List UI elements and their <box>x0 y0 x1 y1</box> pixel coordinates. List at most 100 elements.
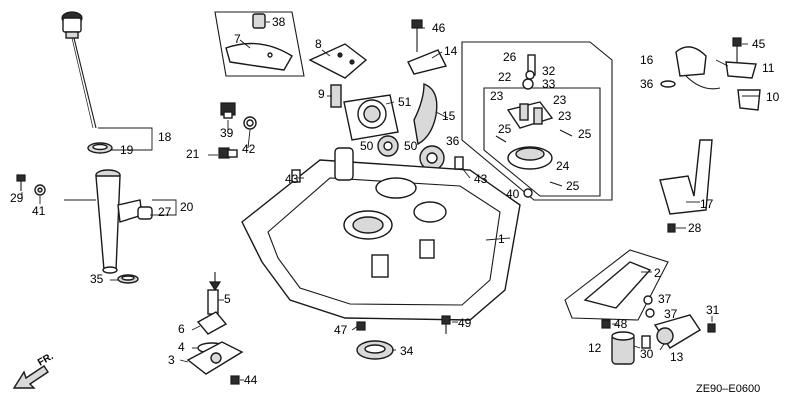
callout-20: 20 <box>180 200 194 214</box>
callout-38: 38 <box>272 15 286 29</box>
callout-36-b: 36 <box>640 77 654 91</box>
washer-36-right <box>660 80 676 88</box>
callout-2: 2 <box>654 266 661 280</box>
filter-bracket-2 <box>583 261 652 309</box>
callout-26: 26 <box>503 50 517 64</box>
callout-4: 4 <box>178 340 185 354</box>
callout-15: 15 <box>442 109 456 123</box>
plate-3 <box>186 341 244 375</box>
callout-33: 33 <box>542 77 556 91</box>
governor-gear-24 <box>507 146 553 170</box>
spacer-9 <box>330 84 342 108</box>
callout-32: 32 <box>542 64 556 78</box>
callout-27: 27 <box>158 205 172 219</box>
bolt-45 <box>732 37 742 62</box>
callout-25-a: 25 <box>498 122 512 136</box>
bolt-48 <box>601 319 611 329</box>
cover-10 <box>737 89 761 111</box>
breather-plate <box>225 42 293 71</box>
callout-16: 16 <box>640 53 654 67</box>
callout-24: 24 <box>556 159 570 173</box>
bolt-31 <box>707 323 716 333</box>
governor-arm-16 <box>675 46 721 90</box>
callout-50-a: 50 <box>360 139 374 153</box>
callout-23-c: 23 <box>558 109 572 123</box>
pins-25 <box>495 129 573 187</box>
diagram-code: ZE90–E0600 <box>696 383 760 395</box>
callout-21: 21 <box>186 147 200 161</box>
dowel-pin-43-right <box>454 156 464 170</box>
leader-lines <box>21 21 760 381</box>
washer-37-lower <box>645 308 655 318</box>
callout-39: 39 <box>220 126 234 140</box>
front-direction-arrow-icon: FR. <box>12 351 56 389</box>
filter-group-outline <box>564 249 669 321</box>
callout-42: 42 <box>242 142 256 156</box>
callout-31: 31 <box>706 303 720 317</box>
callout-5: 5 <box>224 292 231 306</box>
cap-38 <box>252 13 266 29</box>
governor-link-17 <box>659 139 713 215</box>
callout-29: 29 <box>10 191 24 205</box>
callout-49: 49 <box>458 316 472 330</box>
oil-filter-12 <box>611 331 635 365</box>
callout-14: 14 <box>444 44 458 58</box>
install-direction-arrow <box>208 272 222 292</box>
dipstick-assembly <box>61 11 97 129</box>
governor-weight-holder <box>506 101 554 129</box>
plug-21 <box>218 147 238 159</box>
small-bolt-29 <box>16 174 26 191</box>
callout-8: 8 <box>315 37 322 51</box>
governor-group-outline <box>461 41 613 201</box>
screw-28 <box>667 223 676 233</box>
callout-44: 44 <box>244 373 258 387</box>
bracket-8 <box>308 43 368 79</box>
callout-7: 7 <box>234 32 241 46</box>
callout-50-b: 50 <box>404 139 418 153</box>
callout-37-a: 37 <box>658 292 672 306</box>
filter-adapter-13 <box>653 314 701 349</box>
bearing-51 <box>343 94 399 141</box>
tube-bushing <box>137 206 153 220</box>
callout-13: 13 <box>670 350 684 364</box>
callout-46: 46 <box>432 21 446 35</box>
callout-36-a: 36 <box>446 134 460 148</box>
governor-group-inner-box <box>483 87 601 197</box>
washer-40 <box>523 188 533 198</box>
bolt-49 <box>441 315 451 334</box>
callout-48: 48 <box>614 317 628 331</box>
washer-41 <box>34 184 46 196</box>
callout-17: 17 <box>700 197 714 211</box>
bolt-46 <box>411 19 423 52</box>
seal-15 <box>413 82 438 146</box>
callout-12: 12 <box>588 341 602 355</box>
callout-3: 3 <box>168 353 175 367</box>
callout-30: 30 <box>640 347 654 361</box>
governor-shaft-5 <box>207 289 219 315</box>
direction-label: FR. <box>36 351 56 369</box>
callout-23-a: 23 <box>490 89 504 103</box>
washer-42 <box>243 116 257 130</box>
callout-23-b: 23 <box>553 93 567 107</box>
callout-28: 28 <box>688 221 702 235</box>
callout-40: 40 <box>506 187 520 201</box>
callout-10: 10 <box>766 90 780 104</box>
oil-seal-34 <box>356 340 394 360</box>
callout-35: 35 <box>90 272 104 286</box>
bolt-44 <box>230 375 240 385</box>
gear-50-left <box>377 135 399 157</box>
callout-51: 51 <box>398 95 412 109</box>
dipstick-o-ring <box>87 142 113 154</box>
holder-6 <box>196 311 228 335</box>
callout-47: 47 <box>334 323 348 337</box>
washer-33 <box>522 78 534 90</box>
callout-45: 45 <box>752 37 766 51</box>
washer-32 <box>525 70 535 80</box>
callout-19: 19 <box>120 143 134 157</box>
crankcase-body <box>241 147 521 321</box>
callout-labels: 1 2 3 4 5 6 7 8 9 10 11 12 13 14 15 16 1… <box>10 15 780 387</box>
nipple-30 <box>641 335 651 349</box>
bolt-47 <box>356 321 366 331</box>
callout-11: 11 <box>762 61 775 75</box>
